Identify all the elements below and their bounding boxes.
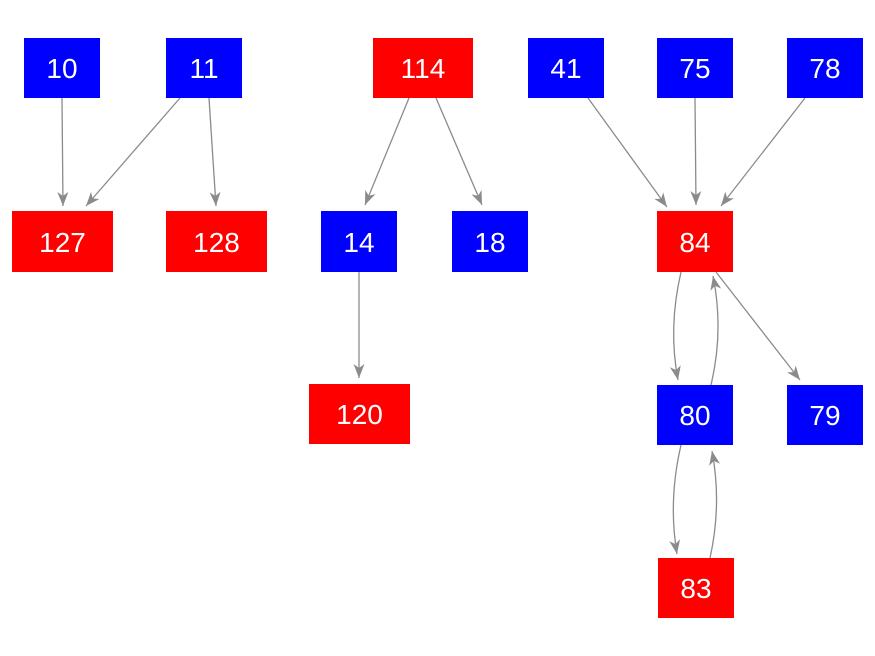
edge-84-80 [669,271,682,381]
node-label: 120 [336,399,383,430]
edge-10-127 [57,97,69,207]
node-label: 128 [193,226,240,258]
node-label: 79 [809,400,841,431]
node-label: 114 [400,53,446,84]
edge-80-83 [669,444,682,555]
node-label: 84 [679,226,711,258]
node-120: 120 [309,384,410,444]
edge-41-84 [587,97,668,208]
node-18: 18 [452,211,528,272]
node-label: 78 [809,53,841,84]
edge-83-80 [709,450,720,559]
edge-114-14 [364,97,410,206]
node-label: 80 [679,400,711,431]
node-10: 10 [24,38,100,98]
node-14: 14 [321,211,397,272]
edge-group [57,97,806,559]
edge-78-84 [720,97,806,207]
node-label: 75 [679,53,711,84]
node-label: 18 [474,226,506,258]
node-83: 83 [658,558,734,618]
node-80: 80 [657,385,733,445]
edge-84-79 [715,271,801,381]
node-128: 128 [166,211,267,272]
node-75: 75 [657,38,733,98]
node-label: 41 [550,53,582,84]
edge-114-18 [435,97,483,206]
node-label: 14 [343,226,375,258]
node-label: 127 [39,226,86,258]
edge-80-84 [710,275,722,386]
edge-11-127 [85,97,181,207]
node-78: 78 [787,38,863,98]
node-label: 83 [680,573,712,604]
node-11: 11 [166,38,242,98]
node-84: 84 [657,211,733,272]
node-127: 127 [12,211,113,272]
edge-11-128 [208,97,221,207]
node-79: 79 [787,385,863,445]
node-label: 11 [189,53,219,84]
node-41: 41 [528,38,604,98]
node-114: 114 [373,38,473,98]
edge-75-84 [690,97,702,206]
node-label: 10 [46,53,78,84]
